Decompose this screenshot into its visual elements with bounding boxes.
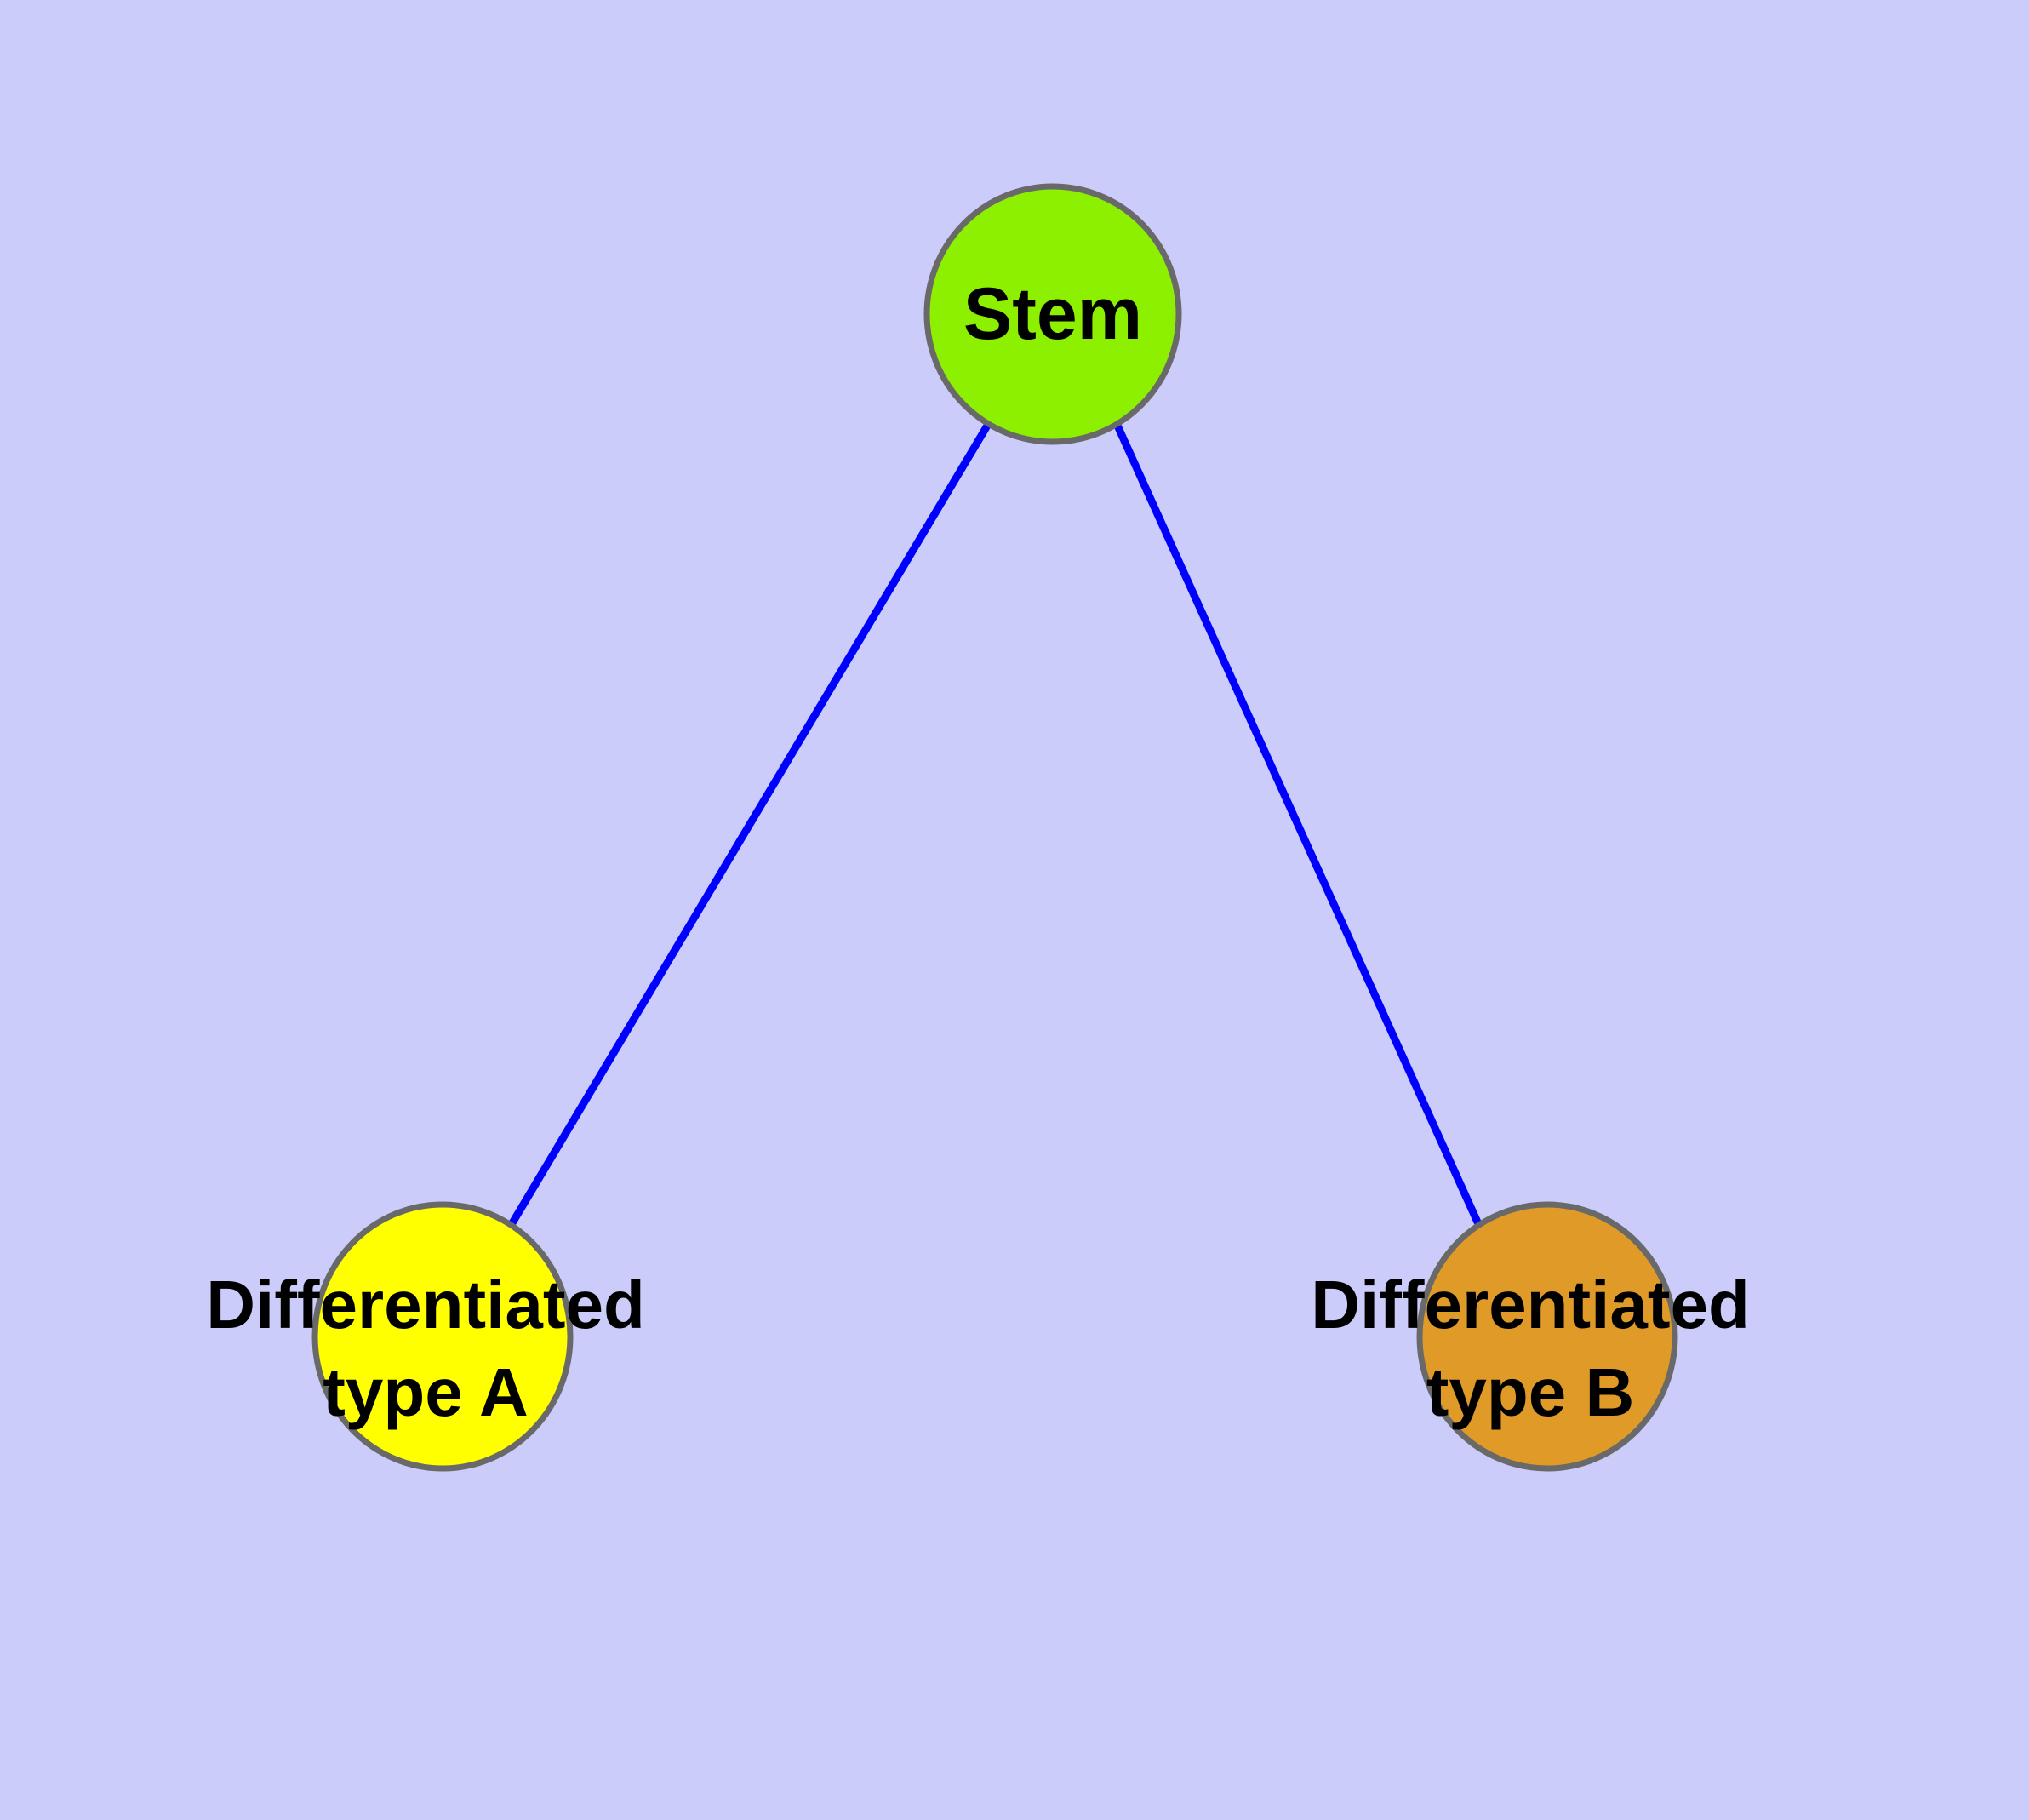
- node-differentiated-type-a-label-line-1: Differentiated: [206, 1267, 645, 1342]
- node-stem-label: Stem: [963, 273, 1142, 355]
- node-differentiated-type-b-shape[interactable]: [1416, 1201, 1678, 1472]
- node-differentiated-type-b-label-line-1: Differentiated: [1311, 1267, 1750, 1342]
- node-stem[interactable]: Stem: [923, 183, 1182, 445]
- edge-stem-to-differentiated-type-a[interactable]: [507, 423, 991, 1228]
- node-differentiated-type-a-label-line-2: type A: [323, 1354, 529, 1430]
- node-differentiated-type-a-shape[interactable]: [311, 1201, 574, 1472]
- node-stem-shape[interactable]: [923, 183, 1182, 445]
- node-differentiated-type-b[interactable]: [1416, 1201, 1678, 1472]
- edge-stem-to-differentiated-type-b[interactable]: [1113, 424, 1483, 1228]
- node-layer: Stem: [311, 183, 1678, 1472]
- node-differentiated-type-b-label-line-2: type B: [1426, 1354, 1635, 1430]
- edge-layer: [507, 423, 1483, 1228]
- label-layer: Differentiated type A Differentiated typ…: [206, 1267, 1750, 1430]
- node-differentiated-type-a[interactable]: [311, 1201, 574, 1472]
